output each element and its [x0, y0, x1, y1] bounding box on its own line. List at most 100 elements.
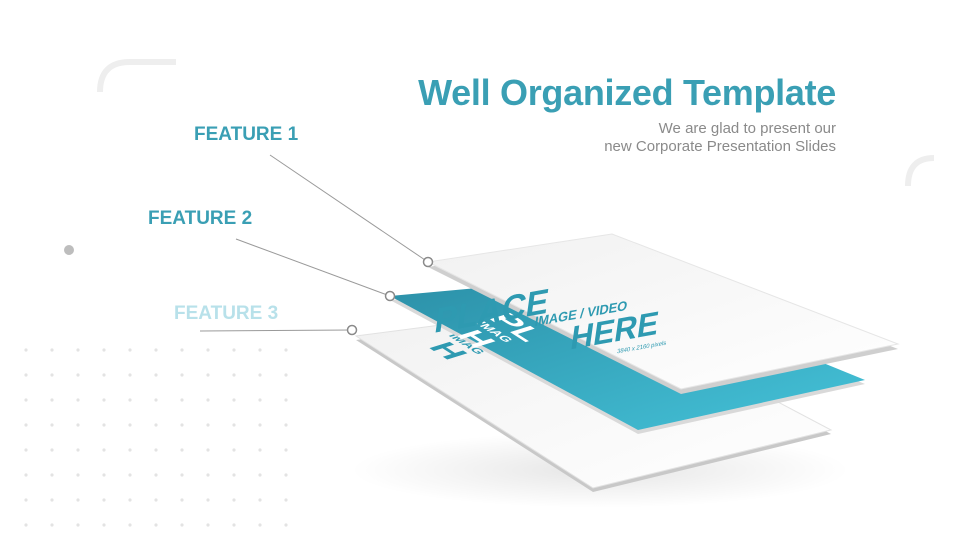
grid-dot — [102, 373, 106, 377]
grid-dot — [232, 498, 236, 502]
decor-circle — [64, 245, 74, 255]
grid-dot — [154, 498, 158, 502]
grid-dot — [206, 398, 210, 402]
grid-dot — [102, 523, 106, 527]
rounded-outline-decor-right — [905, 155, 935, 187]
grid-dot — [50, 498, 54, 502]
grid-dot — [50, 423, 54, 427]
grid-dot — [206, 473, 210, 477]
grid-dot — [154, 373, 158, 377]
grid-dot — [24, 398, 28, 402]
grid-dot — [102, 423, 106, 427]
grid-dot — [128, 348, 132, 352]
grid-dot — [24, 423, 28, 427]
grid-dot — [284, 523, 288, 527]
grid-dot — [232, 448, 236, 452]
grid-dot — [50, 348, 54, 352]
grid-dot — [180, 498, 184, 502]
grid-dot — [154, 523, 158, 527]
grid-dot — [76, 498, 80, 502]
feature-1-label: FEATURE 1 — [194, 124, 299, 145]
feature-connectors — [199, 154, 434, 336]
grid-dot — [50, 398, 54, 402]
grid-dot — [102, 498, 106, 502]
grid-dot — [102, 473, 106, 477]
grid-dot — [206, 373, 210, 377]
grid-dot — [76, 473, 80, 477]
subtitle-line-2: new Corporate Presentation Slides — [604, 138, 836, 155]
grid-dot — [154, 348, 158, 352]
grid-dot — [128, 498, 132, 502]
grid-dot — [284, 423, 288, 427]
grid-dot — [284, 373, 288, 377]
page-title: Well Organized Template — [418, 72, 836, 113]
grid-dot — [50, 448, 54, 452]
grid-dot — [50, 473, 54, 477]
grid-dot — [24, 498, 28, 502]
grid-dot — [76, 423, 80, 427]
grid-dot — [258, 523, 262, 527]
grid-dot — [102, 448, 106, 452]
grid-dot — [258, 498, 262, 502]
grid-dot — [232, 348, 236, 352]
grid-dot — [284, 473, 288, 477]
grid-dot — [232, 398, 236, 402]
grid-dot — [284, 448, 288, 452]
grid-dot — [258, 448, 262, 452]
grid-dot — [154, 473, 158, 477]
grid-dot — [154, 448, 158, 452]
grid-dot — [76, 373, 80, 377]
grid-dot — [258, 473, 262, 477]
grid-dot — [24, 523, 28, 527]
grid-dot — [180, 398, 184, 402]
dot-grid — [24, 348, 288, 527]
connector-dot-3 — [346, 324, 358, 336]
grid-dot — [284, 398, 288, 402]
grid-dot — [180, 348, 184, 352]
grid-dot — [154, 398, 158, 402]
grid-dot — [284, 348, 288, 352]
grid-dot — [284, 498, 288, 502]
grid-dot — [128, 373, 132, 377]
grid-dot — [50, 523, 54, 527]
grid-dot — [206, 448, 210, 452]
grid-dot — [180, 448, 184, 452]
grid-dot — [24, 348, 28, 352]
grid-dot — [180, 373, 184, 377]
grid-dot — [76, 348, 80, 352]
grid-dot — [128, 398, 132, 402]
grid-dot — [232, 473, 236, 477]
grid-dot — [76, 523, 80, 527]
grid-dot — [102, 348, 106, 352]
grid-dot — [76, 448, 80, 452]
grid-dot — [24, 473, 28, 477]
grid-dot — [128, 448, 132, 452]
connector-dot-2 — [384, 290, 396, 302]
page-subtitle: We are glad to present our new Corporate… — [604, 120, 836, 156]
grid-dot — [232, 523, 236, 527]
feature-3-label: FEATURE 3 — [174, 303, 279, 324]
grid-dot — [258, 423, 262, 427]
feature-2-label: FEATURE 2 — [148, 208, 253, 229]
grid-dot — [128, 423, 132, 427]
grid-dot — [258, 348, 262, 352]
grid-dot — [154, 423, 158, 427]
grid-dot — [232, 373, 236, 377]
rounded-outline-decor — [97, 59, 176, 93]
grid-dot — [24, 448, 28, 452]
connector-feature-3 — [199, 329, 353, 332]
grid-dot — [258, 398, 262, 402]
grid-dot — [258, 373, 262, 377]
grid-dot — [180, 523, 184, 527]
grid-dot — [206, 348, 210, 352]
connector-feature-1 — [269, 154, 429, 263]
grid-dot — [24, 373, 28, 377]
card-layer-1: PLACE IMAGE / VIDEO HERE 3840 x 2160 pix… — [426, 233, 900, 394]
grid-dot — [232, 423, 236, 427]
grid-dot — [206, 498, 210, 502]
grid-dot — [128, 523, 132, 527]
grid-dot — [206, 523, 210, 527]
